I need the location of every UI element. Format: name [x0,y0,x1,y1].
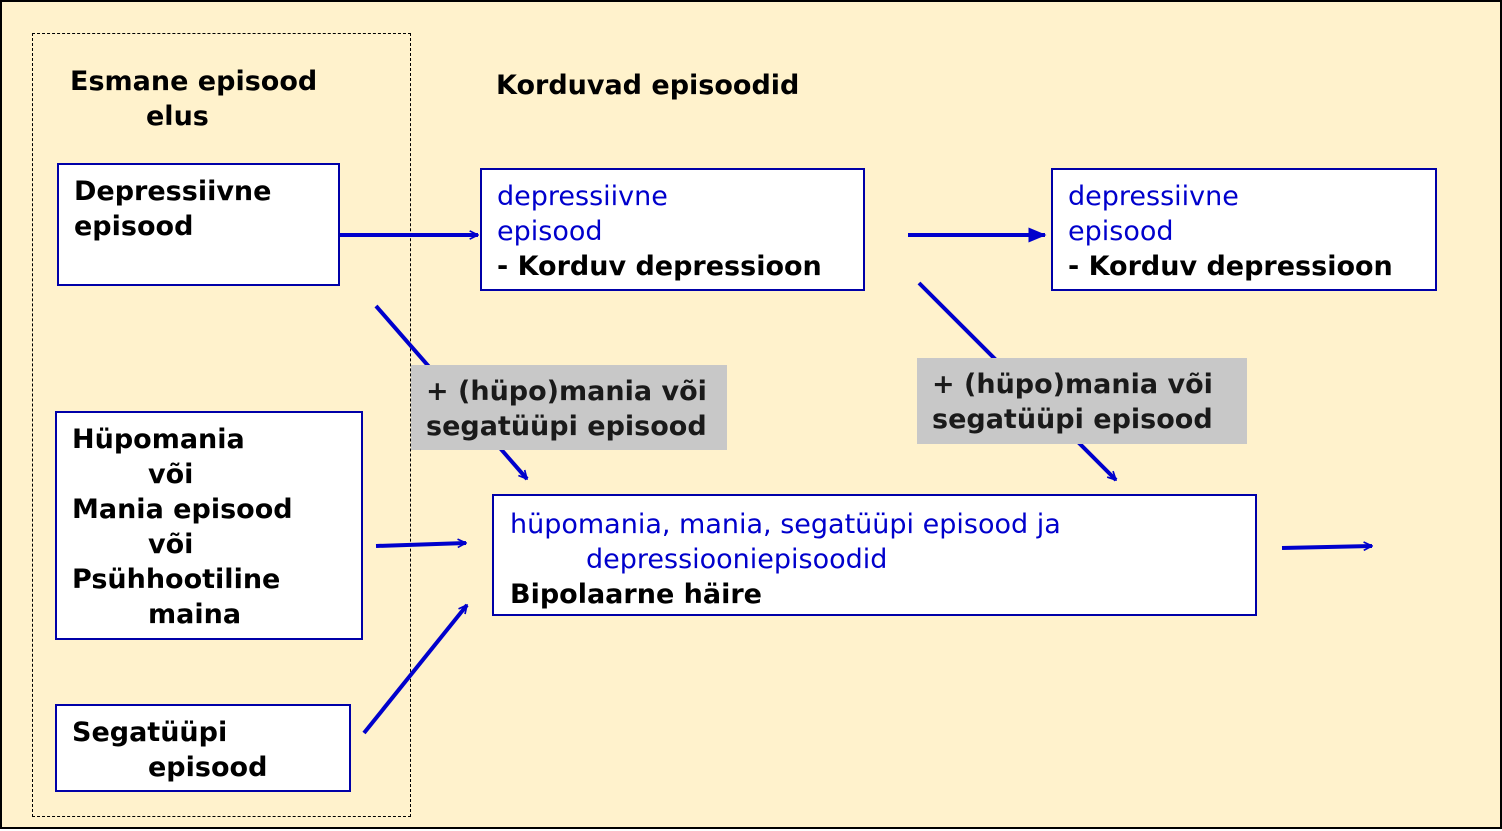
arrow-bipolar-onward [1281,546,1372,548]
arrow-mixed-to-bipolar [362,605,469,735]
box-line: episood [1068,216,1174,247]
box-line: episood [74,211,194,242]
box-line: Segatüüpi [72,717,228,748]
bipolar-disorder-box: hüpomania, mania, segatüüpi episood ja d… [492,494,1257,616]
box-line: depressiivne [1068,181,1239,212]
box-line: maina [148,599,242,630]
recurring-episodes-heading: Korduvad episoodid [496,70,800,101]
box-line: Hüpomania [72,424,245,455]
first-episode-heading: Esmane episood elus [70,64,317,134]
depressive-episode-box: Depressiivne episood [57,163,340,286]
transition-label-1: + (hüpo)mania või segatüüpi episood [411,365,727,450]
box-line: Psühhootiline [72,564,281,595]
mixed-episode-box: Segatüüpi episood [55,704,351,792]
box-line: hüpomania, mania, segatüüpi episood ja [510,509,1061,540]
label-line: + (hüpo)mania või [426,376,707,407]
diagnosis-label: - Korduv depressioon [1068,251,1393,282]
diagnosis-label: - Korduv depressioon [497,251,822,282]
diagnosis-label: Bipolaarne häire [510,579,762,610]
label-line: + (hüpo)mania või [932,369,1213,400]
box-line: Mania episood [72,494,293,525]
box-line: depressiivne [497,181,668,212]
recurring-depression-box-2: depressiivne episood - Korduv depressioo… [1051,168,1437,291]
box-line: depressiooniepisoodid [586,544,888,575]
label-line: segatüüpi episood [932,404,1213,435]
heading-line: Esmane episood [70,66,318,97]
arrow-mania-to-bipolar [375,543,466,546]
heading-line: elus [146,101,209,132]
box-line: Depressiivne [74,176,272,207]
recurring-depression-box-1: depressiivne episood - Korduv depressioo… [480,168,865,291]
box-line: või [148,529,194,560]
transition-label-2: + (hüpo)mania või segatüüpi episood [917,358,1247,444]
label-line: segatüüpi episood [426,411,707,442]
box-line: episood [148,752,268,783]
first-episode-group [32,33,411,817]
box-line: või [148,459,194,490]
box-line: episood [497,216,603,247]
mania-episode-box: Hüpomania või Mania episood või Psühhoot… [55,411,363,640]
